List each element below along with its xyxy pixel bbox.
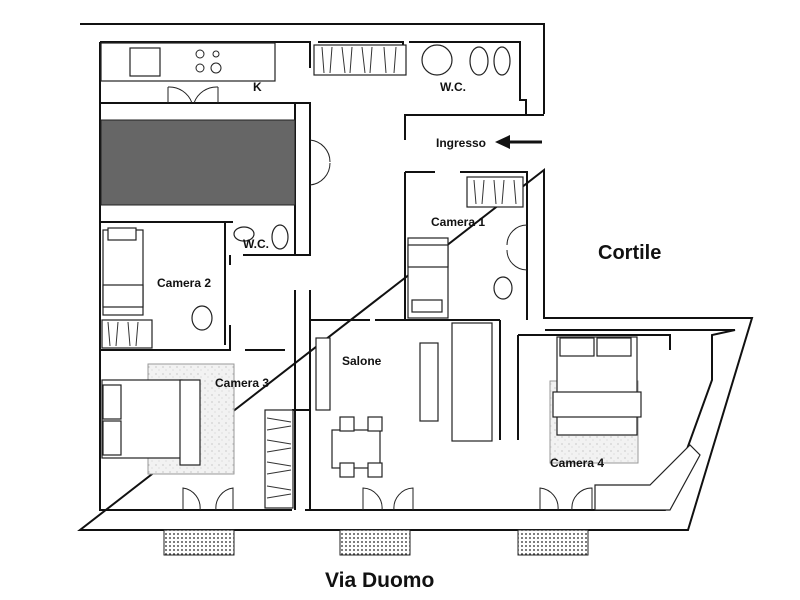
room-label-camera2: Camera 2	[157, 276, 212, 290]
sink-icon	[129, 47, 161, 77]
door	[167, 86, 593, 511]
room-label-wc-small: W.C.	[243, 237, 269, 251]
chair-icon	[339, 416, 383, 478]
toilet-icon	[271, 224, 289, 250]
coffee-table	[419, 342, 439, 422]
wardrobe	[594, 444, 701, 511]
balcony	[339, 529, 411, 556]
toilet-icon	[469, 46, 489, 76]
bed	[407, 237, 449, 319]
bed	[102, 227, 144, 316]
sink-icon	[233, 226, 255, 242]
chair-icon	[191, 305, 213, 331]
courtyard-label: Cortile	[598, 242, 662, 264]
bidet-icon	[493, 46, 511, 76]
bed	[552, 336, 642, 436]
wardrobe	[313, 44, 407, 76]
balcony	[163, 529, 235, 556]
entrance-label: Ingresso	[436, 136, 487, 150]
wardrobe	[264, 409, 294, 509]
balcony	[517, 529, 589, 556]
tv-unit	[315, 337, 331, 411]
room-label-wc: W.C.	[440, 80, 466, 94]
stove-icon	[195, 49, 222, 74]
room-label-camera3: Camera 3	[215, 376, 270, 390]
bed	[101, 379, 201, 466]
room-label-salone: Salone	[342, 354, 382, 368]
kitchen-counter	[100, 42, 276, 82]
wardrobe	[101, 319, 153, 349]
table	[331, 429, 381, 469]
room-label-kitchen: K	[253, 80, 262, 94]
room-label-camera4: Camera 4	[550, 456, 605, 470]
wardrobe	[466, 176, 524, 208]
shower-icon	[421, 44, 453, 76]
street-label: Via Duomo	[325, 569, 435, 592]
chair-icon	[493, 276, 513, 300]
sofa	[451, 322, 493, 442]
arrow-left-icon	[495, 135, 542, 149]
room-label-camera1: Camera 1	[431, 215, 486, 229]
dining-table	[100, 119, 296, 206]
inner-wall	[99, 41, 736, 511]
